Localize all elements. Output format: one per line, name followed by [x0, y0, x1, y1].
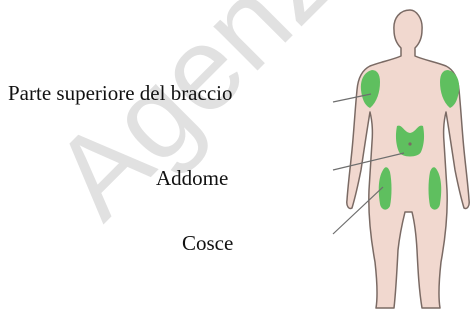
- body-silhouette: [347, 10, 469, 308]
- navel: [408, 142, 411, 145]
